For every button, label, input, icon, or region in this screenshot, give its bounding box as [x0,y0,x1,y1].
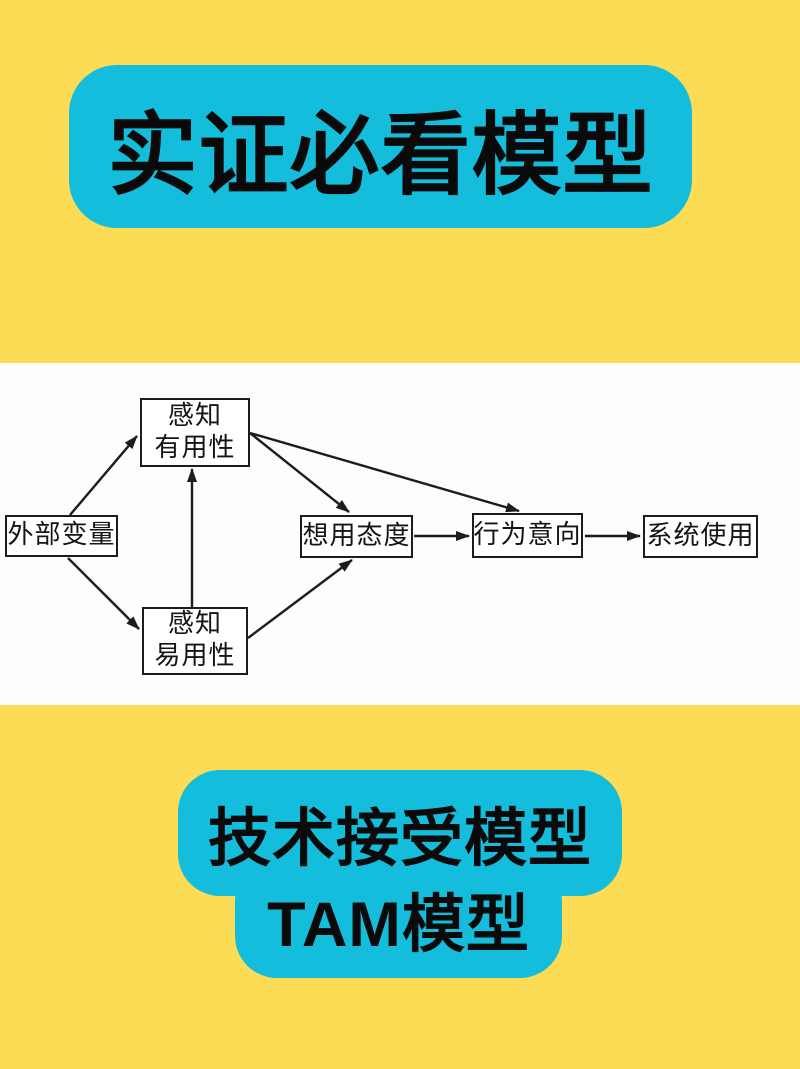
node-behavioral-intention-label: 行为意向 [473,519,582,550]
node-system-use-label: 系统使用 [646,520,755,551]
node-external-variables-label: 外部变量 [7,520,116,551]
edge-ease-to-attitude-arrow [247,559,353,639]
node-perceived-ease-of-use-line1: 感知 [167,609,222,640]
node-external-variables: 外部变量 [5,515,118,557]
header-title-card: 实证必看模型 [69,65,692,228]
page-title: 实证必看模型 [107,105,654,206]
node-perceived-ease-of-use: 感知 易用性 [142,607,248,675]
edge-external-to-ease-arrow [67,557,140,630]
tam-diagram: 外部变量 感知 有用性 感知 易用性 想用态度 行为意向 系统使用 [0,363,800,705]
node-attitude-toward-using-label: 想用态度 [302,520,411,551]
footer-title-line2: TAM模型 [267,889,530,960]
node-perceived-ease-of-use-line2: 易用性 [154,641,236,671]
node-perceived-usefulness-line1: 感知 [167,400,222,431]
node-attitude-toward-using: 想用态度 [300,515,413,558]
node-system-use: 系统使用 [643,515,758,558]
diagram-arrows [67,431,641,639]
node-behavioral-intention: 行为意向 [472,513,583,558]
edge-usefulness-to-attitude-arrow [249,432,350,513]
footer-title-card-bottom [235,860,562,978]
node-perceived-usefulness-line2: 有用性 [154,432,236,463]
edge-usefulness-to-intention-arrow [249,431,520,513]
edge-external-to-usefulness-arrow [69,435,138,516]
node-perceived-usefulness: 感知 有用性 [140,398,250,467]
footer-title-line1: 技术接受模型 [208,803,592,874]
